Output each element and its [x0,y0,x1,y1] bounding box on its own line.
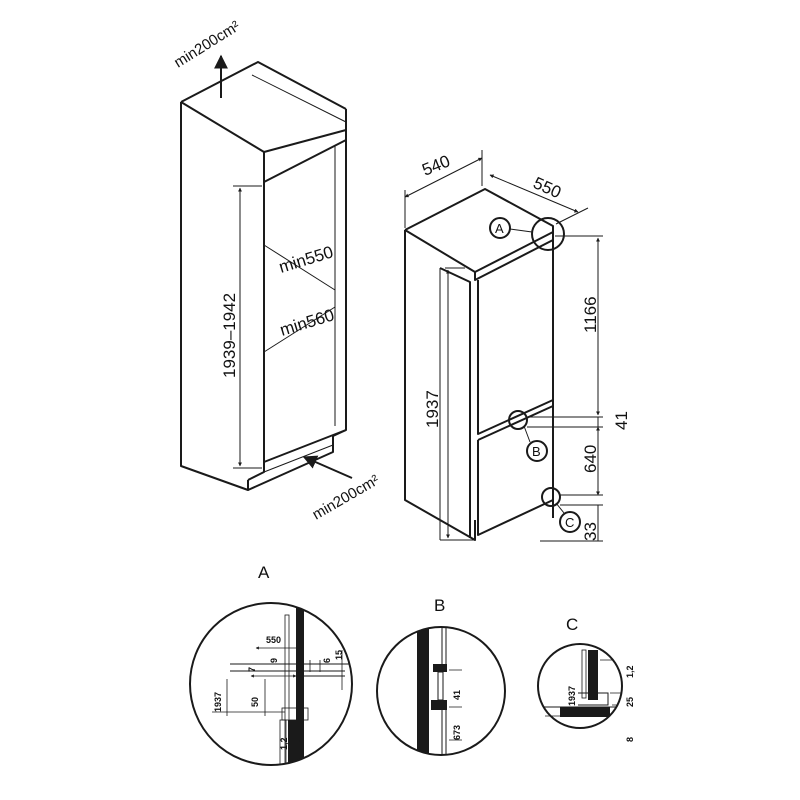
detail-a-dim-1-2: 1,2 [279,737,289,750]
callout-b-label: B [532,444,541,459]
detail-b-dim-41: 41 [452,690,462,700]
callout-circle-a [531,217,565,251]
callout-circle-b [508,410,528,430]
depth-line-lower [263,306,336,353]
detail-a-dim-15: 15 [334,650,344,660]
detail-a-dim-1937: 1937 [213,692,223,712]
dim-lower-label: 640 [581,445,600,473]
detail-b [376,626,506,756]
fridge-height-label: 1937 [423,390,442,428]
detail-a-dim-50: 50 [250,697,260,707]
depth-min-560-label: min560 [278,305,337,339]
detail-c-dim-25: 25 [625,697,635,707]
detail-c-title: C [566,615,578,634]
detail-b-dim-673: 673 [452,725,462,740]
dim-bottom-label: 33 [581,522,600,541]
detail-b-title: B [434,596,445,615]
detail-c-dim-1-2: 1,2 [625,665,635,678]
detail-c-dim-8: 8 [625,737,635,742]
detail-a [189,602,353,766]
vent-bottom-label: min200cm² [310,472,383,524]
callout-a-label: A [495,221,504,236]
callout-c-label: C [565,515,574,530]
detail-a-dim-6: 6 [322,658,332,663]
vent-top-label: min200cm² [171,18,243,72]
fridge-drawing [404,150,603,542]
dim-upper-label: 1166 [581,296,600,333]
dim-gap-label: 41 [612,411,631,430]
fridge-depth-label: 550 [530,173,564,202]
detail-a-dim-550: 550 [266,635,281,645]
detail-a-dim-9: 9 [269,658,279,663]
height-range-label: 1939–1942 [220,293,239,378]
vent-bottom-arrow [302,455,353,479]
detail-c [537,643,623,729]
detail-a-dim-7: 7 [247,667,257,672]
callout-circle-c [541,487,561,507]
cabinet-drawing [180,54,353,491]
detail-c-dim-1937: 1937 [567,686,577,706]
depth-line-upper [263,244,336,291]
detail-a-title: A [258,563,270,582]
